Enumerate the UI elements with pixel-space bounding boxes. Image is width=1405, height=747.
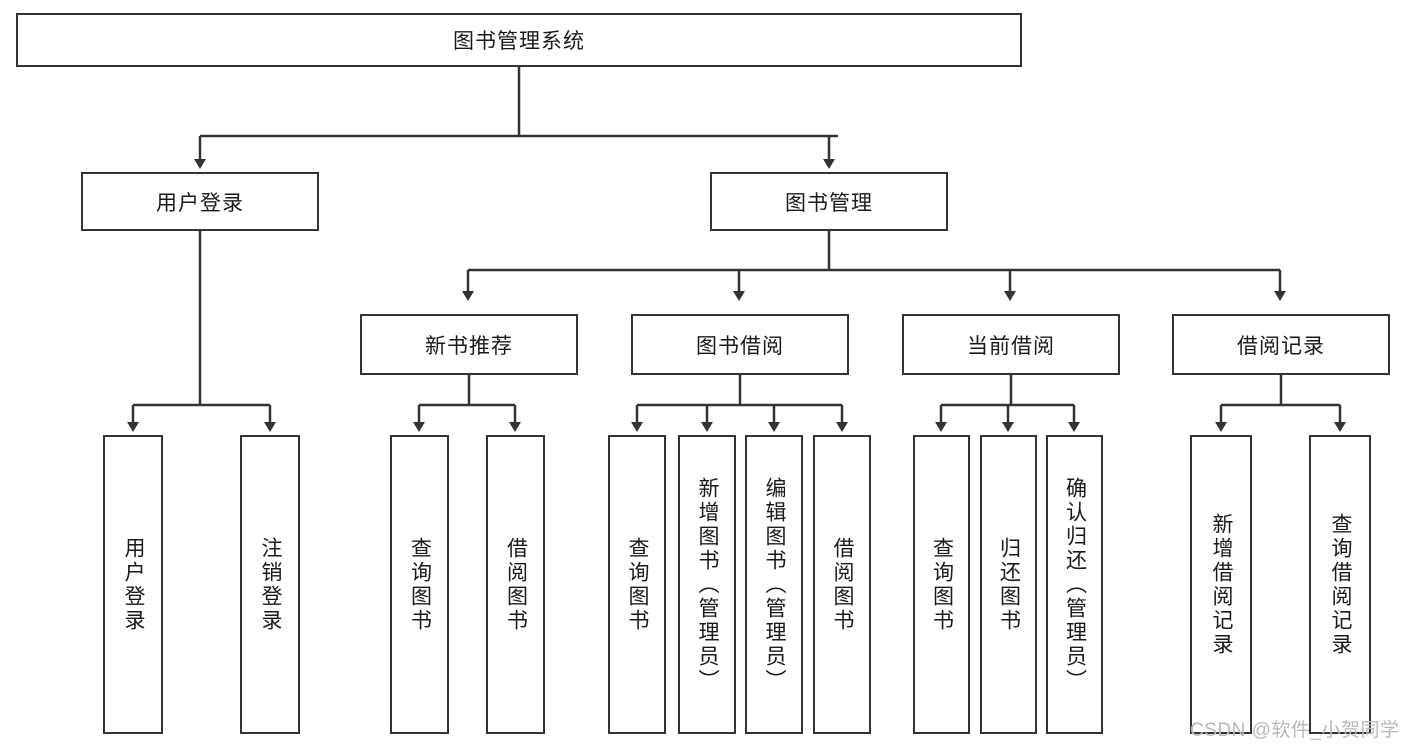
node-leaf-query-book-current[interactable]: 查询图书 — [913, 435, 970, 734]
node-leaf-borrow-book[interactable]: 借阅图书 — [813, 435, 871, 734]
node-label: 查询图书 — [626, 536, 650, 633]
node-leaf-user-login[interactable]: 用户登录 — [103, 435, 163, 734]
node-level3-new-book-recommend[interactable]: 新书推荐 — [360, 314, 578, 375]
node-leaf-query-book-borrow[interactable]: 查询图书 — [608, 435, 666, 734]
node-label: 图书管理 — [785, 191, 873, 215]
node-label: 归还图书 — [997, 536, 1021, 633]
node-level3-borrow-record[interactable]: 借阅记录 — [1172, 314, 1390, 375]
node-leaf-return-book[interactable]: 归还图书 — [980, 435, 1037, 734]
node-label: 当前借阅 — [967, 334, 1055, 358]
node-label: 确认归还（管理员） — [1063, 476, 1087, 693]
node-label: 用户登录 — [122, 536, 146, 633]
watermark: CSDN @软件_小贺同学 — [1190, 720, 1400, 741]
node-level2-user-login[interactable]: 用户登录 — [81, 172, 319, 231]
node-label: 编辑图书（管理员） — [763, 476, 787, 693]
node-leaf-confirm-return-admin[interactable]: 确认归还（管理员） — [1046, 435, 1103, 734]
node-root[interactable]: 图书管理系统 — [16, 13, 1022, 67]
node-leaf-add-borrow-record[interactable]: 新增借阅记录 — [1190, 435, 1252, 734]
node-label: 新书推荐 — [425, 334, 513, 358]
node-label: 查询图书 — [408, 536, 432, 633]
node-label: 图书管理系统 — [453, 30, 585, 53]
node-leaf-logout[interactable]: 注销登录 — [240, 435, 300, 734]
node-label: 借阅图书 — [504, 536, 528, 633]
node-label: 新增借阅记录 — [1210, 512, 1234, 657]
node-label: 查询借阅记录 — [1329, 512, 1353, 657]
node-leaf-add-book-admin[interactable]: 新增图书（管理员） — [678, 435, 736, 734]
node-label: 查询图书 — [930, 536, 954, 633]
node-level2-book-management[interactable]: 图书管理 — [710, 172, 948, 231]
node-label: 借阅图书 — [831, 536, 855, 633]
node-leaf-borrow-book-recommend[interactable]: 借阅图书 — [486, 435, 545, 734]
node-level3-book-borrow[interactable]: 图书借阅 — [631, 314, 849, 375]
node-label: 图书借阅 — [696, 334, 784, 358]
node-label: 新增图书（管理员） — [696, 476, 720, 693]
node-label: 借阅记录 — [1237, 334, 1325, 358]
node-leaf-query-borrow-record[interactable]: 查询借阅记录 — [1309, 435, 1371, 734]
node-level3-current-borrow[interactable]: 当前借阅 — [902, 314, 1120, 375]
node-leaf-query-book-recommend[interactable]: 查询图书 — [390, 435, 449, 734]
node-leaf-edit-book-admin[interactable]: 编辑图书（管理员） — [745, 435, 803, 734]
node-label: 用户登录 — [156, 191, 244, 215]
node-label: 注销登录 — [259, 536, 283, 633]
